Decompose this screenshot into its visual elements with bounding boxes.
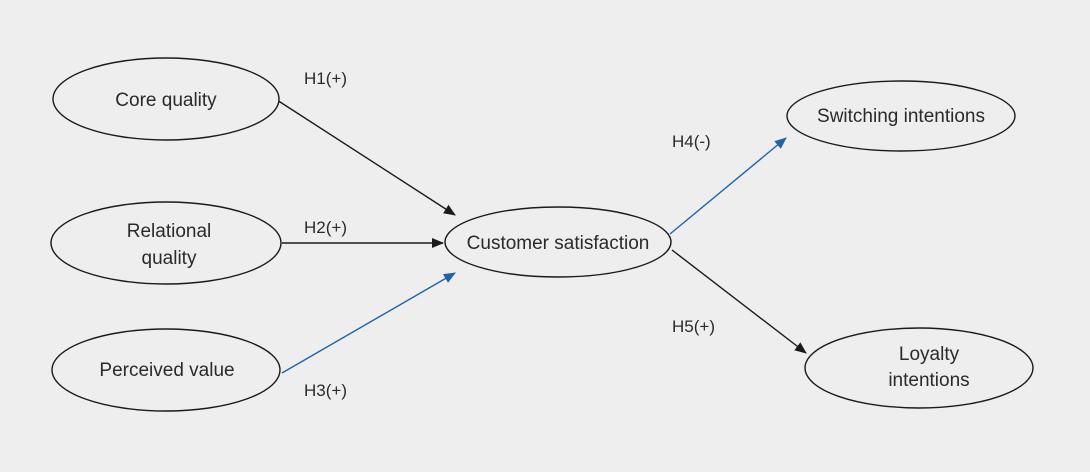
node-perceived-value-label: Perceived value [99, 360, 234, 381]
edge-label-h5: H5(+) [672, 317, 715, 336]
node-loyalty-intentions-label-line2: intentions [888, 370, 969, 391]
edge-label-h2: H2(+) [304, 218, 347, 237]
node-switching-intentions-label: Switching intentions [817, 106, 985, 127]
edge-h3-arrow [281, 272, 456, 374]
node-customer-satisfaction-label: Customer satisfaction [467, 233, 650, 254]
node-relational-quality-label-line1: Relational [127, 221, 212, 242]
node-switching-intentions-ellipse [786, 80, 1016, 152]
edge-h4-arrow [669, 137, 787, 235]
node-loyalty-intentions-label-line1: Loyalty [899, 344, 960, 365]
node-core-quality-label: Core quality [115, 90, 217, 111]
node-relational-quality-label-line2: quality [142, 248, 197, 269]
node-relational-quality-ellipse [50, 201, 282, 285]
node-customer-satisfaction: Customer satisfaction [444, 206, 672, 278]
edge-h1-arrow [276, 99, 456, 216]
edge-labels: H1(+) H2(+) H3(+) H4(-) H5(+) [304, 69, 715, 400]
edges [276, 99, 807, 374]
edge-label-h3: H3(+) [304, 381, 347, 400]
node-core-quality-ellipse [52, 57, 280, 141]
node-relational-quality: Relational quality [50, 201, 282, 285]
node-perceived-value: Perceived value [51, 328, 281, 412]
edge-label-h4: H4(-) [672, 132, 711, 151]
edge-label-h1: H1(+) [304, 69, 347, 88]
node-loyalty-intentions: Loyalty intentions [804, 327, 1034, 409]
node-core-quality: Core quality [52, 57, 280, 141]
node-switching-intentions: Switching intentions [786, 80, 1016, 152]
edge-h5-arrow [671, 249, 807, 354]
node-loyalty-intentions-ellipse [804, 327, 1034, 409]
node-perceived-value-ellipse [51, 328, 281, 412]
node-customer-satisfaction-ellipse [444, 206, 672, 278]
